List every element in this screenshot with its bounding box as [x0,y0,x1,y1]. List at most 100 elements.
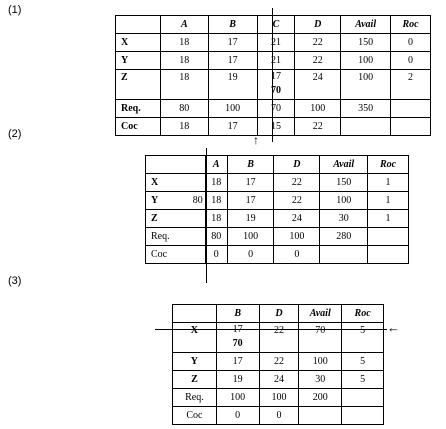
cell: 1 [367,209,409,228]
row-label: Coc [172,406,217,425]
cell: 80 [204,227,228,246]
cell: 18 [204,209,228,228]
header-cell: D [273,155,321,174]
table-2: A B D Avail Roc X 18 17 22 150 1 Y 80 18… [145,155,409,264]
section-label-1: (1) [8,4,22,16]
cell: 100 [340,69,392,100]
header-cell: B [207,15,258,34]
up-arrow-icon: ↑ [253,133,259,147]
cell: 22 [258,352,300,371]
table-2-header: A B D Avail Roc [145,155,409,174]
column-strike-line [272,8,273,142]
header-cell: A [159,15,209,34]
cell: 17 70 [256,69,296,100]
cell: 70 [298,322,343,353]
header-cell: C [256,15,296,34]
cell: 70 [256,99,296,118]
cell: 350 [340,99,392,118]
cell: 15 [256,117,296,136]
row-label: X [115,33,161,52]
cell [367,245,409,264]
cell: 21 [256,33,296,52]
cell: 17 [207,33,258,52]
row-label: Z [115,69,161,100]
row-label: X [172,322,217,353]
cell: 5 [341,322,384,353]
row-label: Coc [145,245,206,264]
table-row: Req. 100 100 200 [172,388,384,407]
cell: 150 [319,173,369,192]
cell: 17 [215,352,260,371]
row-label: X [145,173,206,192]
cell: 24 [273,209,321,228]
cell: 80 [159,99,209,118]
cell: 17 [226,173,275,192]
row-label: Z [172,370,217,389]
section-label-2: (2) [8,128,22,140]
table-row: Y 17 22 100 5 [172,352,384,371]
table-row: Req. 80 100 100 280 [145,227,409,246]
header-cell: D [258,304,300,323]
header-cell: B [215,304,260,323]
header-cell [115,15,161,34]
header-cell: Avail [319,155,369,174]
cell: 2 [390,69,431,100]
cell: 21 [256,51,296,70]
row-label: Y 80 [145,191,206,210]
row-label: Y [115,51,161,70]
cell: 24 [294,69,342,100]
cell: 18 [159,51,209,70]
cell: 100 [340,51,392,70]
table-row: Coc 18 17 15 22 [115,117,431,136]
table-row: Y 18 17 21 22 100 0 [115,51,431,70]
table-1-header: A B C D Avail Roc [115,15,431,34]
table-1: A B C D Avail Roc X 18 17 21 22 15 0 0 Y … [115,15,431,136]
cell [390,117,431,136]
cell: 200 [298,388,343,407]
cell: 0 [273,245,321,264]
cell: 0 [258,406,300,425]
table-row: Req. 80 100 70 100 350 [115,99,431,118]
header-cell [145,155,206,174]
row-label: Y [172,352,217,371]
cell: 100 [207,99,258,118]
section-label-3: (3) [8,275,22,287]
row-strike-line [155,329,387,330]
cell: 22 [294,51,342,70]
cell: 5 [341,370,384,389]
table-3: B D Avail Roc X 17 70 22 70 5 Y 17 22 10… [172,304,384,425]
row-label: Req. [172,388,217,407]
cell: 22 [273,173,321,192]
cell: 0 [390,33,431,52]
cell: 17 70 [215,322,260,353]
cell: 100 [298,352,343,371]
cell: 100 [294,99,342,118]
cell [340,117,392,136]
cell: 18 [204,173,228,192]
cell-cost: 17 [217,323,259,337]
cell: 17 [207,51,258,70]
header-cell: B [226,155,275,174]
cell: 0 [390,51,431,70]
cell [341,406,384,425]
header-cell: D [294,15,342,34]
column-strike-line [206,148,207,283]
header-cell: Roc [367,155,409,174]
cell: 100 [273,227,321,246]
cell: 100 [258,388,300,407]
cell: 1 [367,191,409,210]
table-row: X 18 17 22 150 1 [145,173,409,192]
table-3-header: B D Avail Roc [172,304,384,323]
row-label-text: Y [151,195,159,206]
header-cell: A [204,155,228,174]
cell [390,99,431,118]
table-row: Coc 0 0 0 [145,245,409,264]
cell-cost: 17 [270,71,281,82]
cell: 5 [341,352,384,371]
cell [319,245,369,264]
cell: 1 [367,173,409,192]
cell: 18 [204,191,228,210]
table-row: Coc 0 0 [172,406,384,425]
cell: 18 [159,69,209,100]
cell: 100 [319,191,369,210]
